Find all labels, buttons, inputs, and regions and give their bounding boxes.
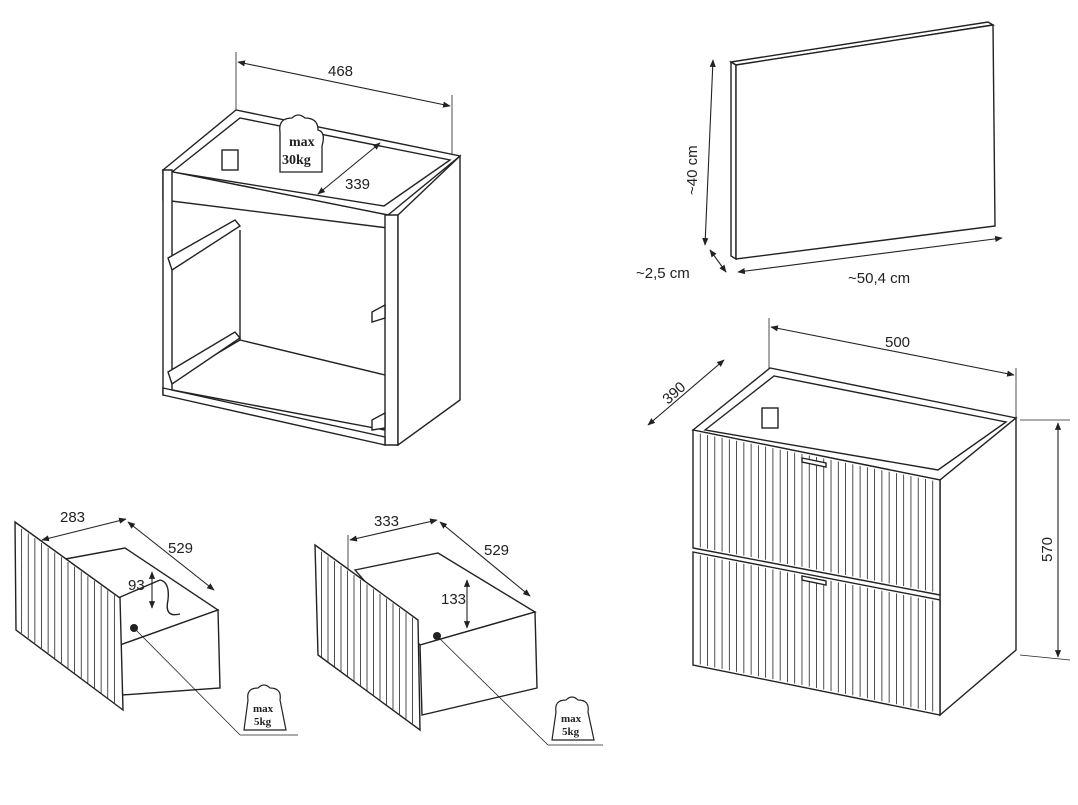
drawer1-width-label: 283 xyxy=(60,509,85,526)
cabinet-height-label: 570 xyxy=(1039,537,1056,562)
drawer2-depth-label: 529 xyxy=(484,542,509,559)
assembled-cabinet-drawing: 500 390 570 xyxy=(647,318,1071,717)
upper-drawer-drawing: 283 529 93 max 5kg xyxy=(14,509,298,736)
drawer1-depth-label: 529 xyxy=(168,540,193,557)
svg-text:5kg: 5kg xyxy=(562,726,580,738)
lower-drawer-drawing: 333 529 133 max 5kg xyxy=(314,513,603,746)
svg-text:30kg: 30kg xyxy=(282,153,311,168)
weight-max-30kg-icon: max 30kg xyxy=(279,114,324,173)
svg-text:5kg: 5kg xyxy=(254,716,272,728)
weight-max-5kg-icon: max 5kg xyxy=(243,684,287,731)
width-dimension-line xyxy=(237,60,451,108)
upper-handle xyxy=(801,457,827,468)
lower-handle xyxy=(801,575,827,586)
frame-depth-label: 339 xyxy=(345,176,370,193)
mirror-thickness-label: ~2,5 cm xyxy=(636,265,690,282)
hanging-bracket xyxy=(761,407,779,429)
cabinet-width-label: 500 xyxy=(885,334,910,351)
hanging-bracket xyxy=(221,149,239,171)
drawer2-height-label: 133 xyxy=(441,591,466,608)
drawer1-height-label: 93 xyxy=(128,577,145,594)
cabinet-depth-label: 390 xyxy=(659,379,689,408)
frame-width-label: 468 xyxy=(328,63,353,80)
cabinet-frame-drawing: 468 339 max 30kg xyxy=(161,52,462,447)
weight-max-5kg-icon: max 5kg xyxy=(551,696,595,741)
drawer2-width-label: 333 xyxy=(374,513,399,530)
mirror-height-label: ~40 cm xyxy=(684,145,701,195)
mirror-width-label: ~50,4 cm xyxy=(848,270,910,287)
svg-text:max: max xyxy=(561,713,582,725)
svg-text:max: max xyxy=(253,703,274,715)
mirror-drawing: ~40 cm ~2,5 cm ~50,4 cm xyxy=(636,21,1003,287)
drawer-slide-upper xyxy=(167,219,242,272)
svg-text:max: max xyxy=(289,135,315,150)
drawer-slide-lower xyxy=(167,331,242,386)
drawer1-front xyxy=(14,520,124,712)
